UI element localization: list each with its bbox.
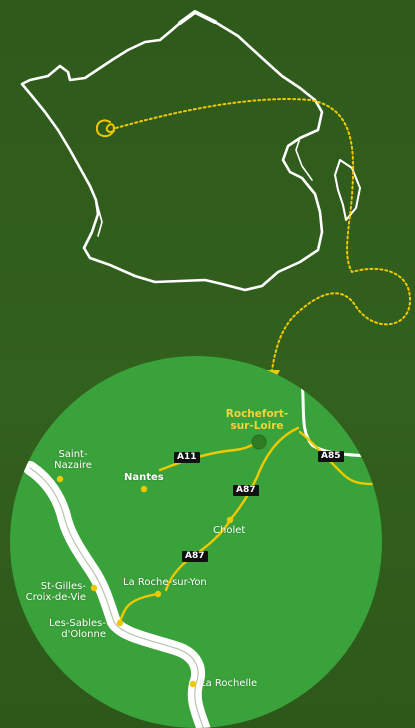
road-badge-a87-north: A87 xyxy=(233,485,259,496)
dot-st-gilles xyxy=(90,584,98,592)
label-les-sables-d-olonne: Les-Sables- d'Olonne xyxy=(49,618,106,640)
destination-marker xyxy=(251,434,267,450)
dot-cholet xyxy=(226,516,234,524)
dot-nantes xyxy=(140,485,148,493)
road-badge-a85: A85 xyxy=(318,451,344,462)
dot-la-roche-sur-yon xyxy=(154,590,162,598)
dot-saint-nazaire xyxy=(56,475,64,483)
label-cholet: Cholet xyxy=(213,525,246,536)
france-outline xyxy=(20,10,361,292)
city-dots xyxy=(56,475,234,688)
route-dotted-line xyxy=(115,98,412,371)
road-badge-a11: A11 xyxy=(174,452,200,463)
label-la-roche-sur-yon: La Roche-sur-Yon xyxy=(123,577,207,588)
label-la-rochelle: La Rochelle xyxy=(200,678,258,689)
dot-les-sables xyxy=(116,619,124,627)
dot-la-rochelle xyxy=(189,680,197,688)
label-nantes: Nantes xyxy=(124,472,164,483)
label-st-gilles-croix-de-vie: St-Gilles- Croix-de-Vie xyxy=(25,581,86,603)
label-rochefort-sur-loire: Rochefort- sur-Loire xyxy=(225,408,289,432)
location-loop-icon xyxy=(95,119,115,138)
road-badge-a87-south: A87 xyxy=(182,551,208,562)
zoom-circle xyxy=(10,356,382,728)
loire-river xyxy=(300,380,374,458)
label-saint-nazaire: Saint- Nazaire xyxy=(54,449,92,471)
